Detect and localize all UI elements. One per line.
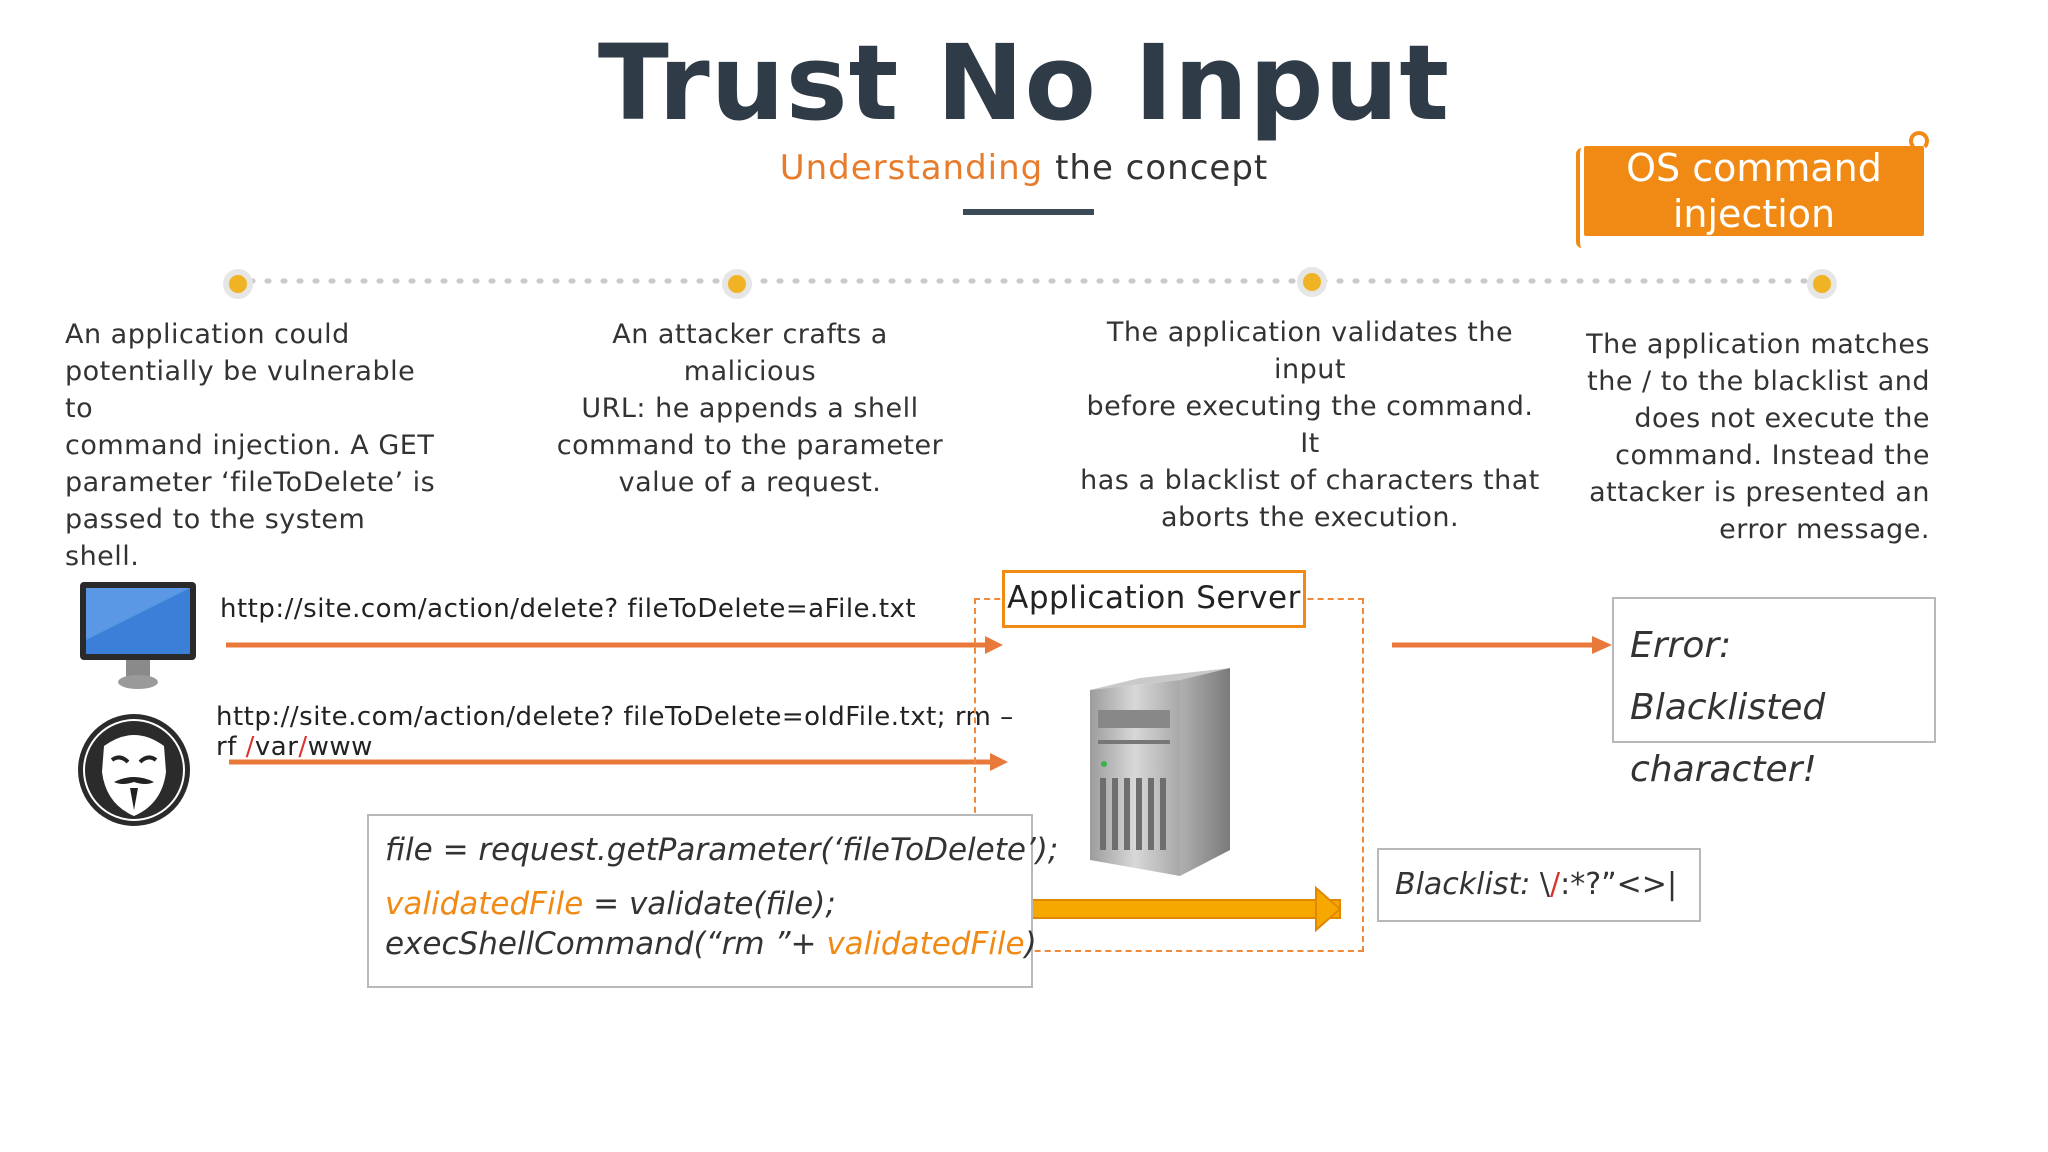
request-arrow-normal [226, 636, 1003, 654]
timeline-dot-2 [722, 269, 752, 299]
error-line-2: character! [1630, 749, 1817, 790]
page-title: Trust No Input [597, 22, 1451, 144]
url-var: var [254, 732, 299, 762]
step-1-text: An application could potentially be vuln… [65, 319, 436, 572]
code-line-3-var: validatedFile [826, 926, 1025, 962]
title-underline [963, 209, 1094, 215]
application-server-label: Application Server [1002, 570, 1306, 628]
url-slash-2: / [298, 732, 308, 762]
topic-banner: OS command injection [1584, 146, 1924, 236]
banner-scroll-edge [1576, 148, 1590, 248]
request-arrow-malicious [229, 753, 1008, 771]
url-malicious-rf: rf [216, 732, 246, 762]
step-2-text: An attacker crafts a malicious URL: he a… [556, 319, 944, 498]
error-line-1: Error: Blacklisted [1630, 625, 1826, 728]
server-tower-icon [1090, 668, 1230, 876]
anonymous-mask-icon [78, 714, 190, 826]
url-malicious-line1: http://site.com/action/delete? fileToDel… [216, 702, 1014, 732]
code-line-1: file = request.getParameter(‘fileToDelet… [385, 832, 1059, 868]
step-4-text: The application matches the / to the bla… [1586, 329, 1930, 545]
url-www: www [307, 732, 373, 762]
blacklist-slash: / [1549, 867, 1561, 902]
banner-curl [1909, 131, 1929, 151]
code-line-2: validatedFile = validate(file); [385, 886, 836, 922]
response-arrow [1392, 636, 1612, 654]
subtitle-highlight: Understanding [779, 148, 1044, 188]
code-snippet-box: file = request.getParameter(‘fileToDelet… [367, 814, 1058, 988]
code-line-3-prefix: execShellCommand(“rm ”+ [385, 926, 827, 962]
timeline-dot-3 [1297, 267, 1327, 297]
blacklist-backslash: \ [1539, 867, 1550, 902]
page-subtitle: Understanding the concept [0, 148, 2048, 188]
timeline-dot-4 [1807, 269, 1837, 299]
blacklist-label: Blacklist: [1395, 867, 1540, 902]
code-line-3: execShellCommand(“rm ”+ validatedFile) [385, 926, 1037, 962]
blacklist-box: Blacklist: \/:*?”<>| [1377, 848, 1701, 922]
step-3-text: The application validates the input befo… [1080, 317, 1540, 533]
blacklist-rest: :*?”<>| [1560, 867, 1678, 902]
timeline-dot-1 [223, 269, 253, 299]
subtitle-rest: the concept [1043, 148, 1269, 188]
code-line-3-suffix: ) [1024, 926, 1037, 962]
code-validated-var: validatedFile [385, 886, 584, 922]
banner-label: OS command injection [1626, 146, 1882, 236]
desktop-monitor-icon [80, 582, 196, 689]
url-malicious-line2: rf /var/www [216, 732, 373, 762]
url-normal: http://site.com/action/delete? fileToDel… [220, 594, 917, 624]
code-line-2-rest: = validate(file); [583, 886, 836, 922]
url-slash-1: / [245, 732, 255, 762]
error-message-box: Error: Blacklisted character! [1612, 597, 1936, 790]
